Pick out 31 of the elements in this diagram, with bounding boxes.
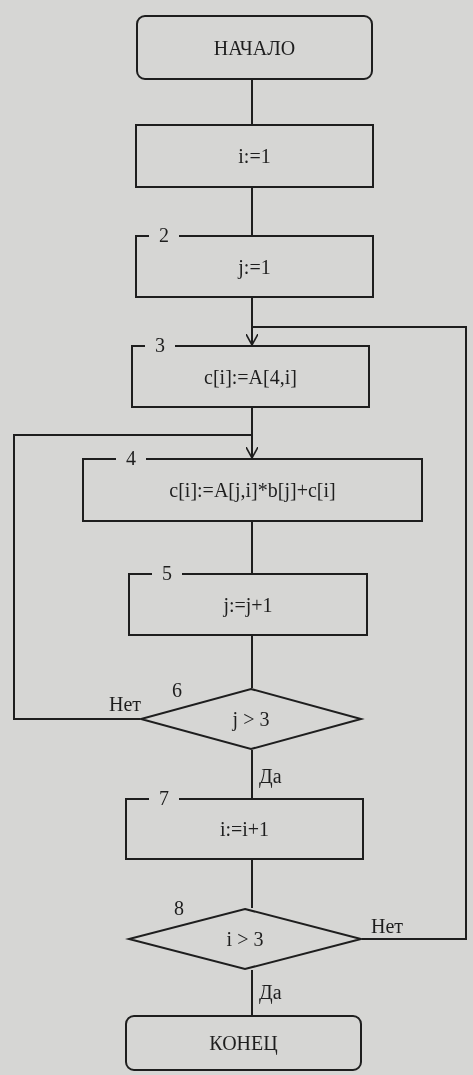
arrow <box>13 434 259 720</box>
terminal-text: КОНЕЦ <box>209 1032 278 1054</box>
edge-label: Нет <box>370 916 405 936</box>
connector-line <box>251 635 253 689</box>
process-text: i:=1 <box>238 145 271 167</box>
condition-text: i > 3 <box>226 928 264 950</box>
process-text: c[i]:=A[j,i]*b[j]+c[i] <box>169 479 336 501</box>
process-text: i:=i+1 <box>219 818 270 840</box>
edge-label: Нет <box>108 694 143 714</box>
process-text: c[i]:=A[4,i] <box>204 365 297 388</box>
block-number: 7 <box>149 788 179 808</box>
condition-text: j > 3 <box>232 708 270 730</box>
terminal-text: НАЧАЛО <box>213 36 296 59</box>
block-number: 4 <box>116 448 146 468</box>
edge-label: Да <box>258 766 283 786</box>
connector-line <box>251 187 253 236</box>
block-number: 2 <box>149 225 179 245</box>
connector-line <box>251 749 253 799</box>
connector-line <box>251 521 253 574</box>
block-number: 3 <box>145 335 175 355</box>
edge-label: Да <box>258 982 283 1002</box>
terminal-box <box>136 15 373 80</box>
connector-line <box>251 969 253 1016</box>
connector-line <box>251 79 253 125</box>
arrow <box>245 326 467 940</box>
process-text: j:=1 <box>238 255 271 278</box>
terminal-box <box>125 1015 362 1071</box>
process-box <box>135 124 374 188</box>
block-number: 5 <box>152 563 182 583</box>
process-text: j:=j+1 <box>223 593 273 616</box>
connector-line <box>251 859 253 909</box>
